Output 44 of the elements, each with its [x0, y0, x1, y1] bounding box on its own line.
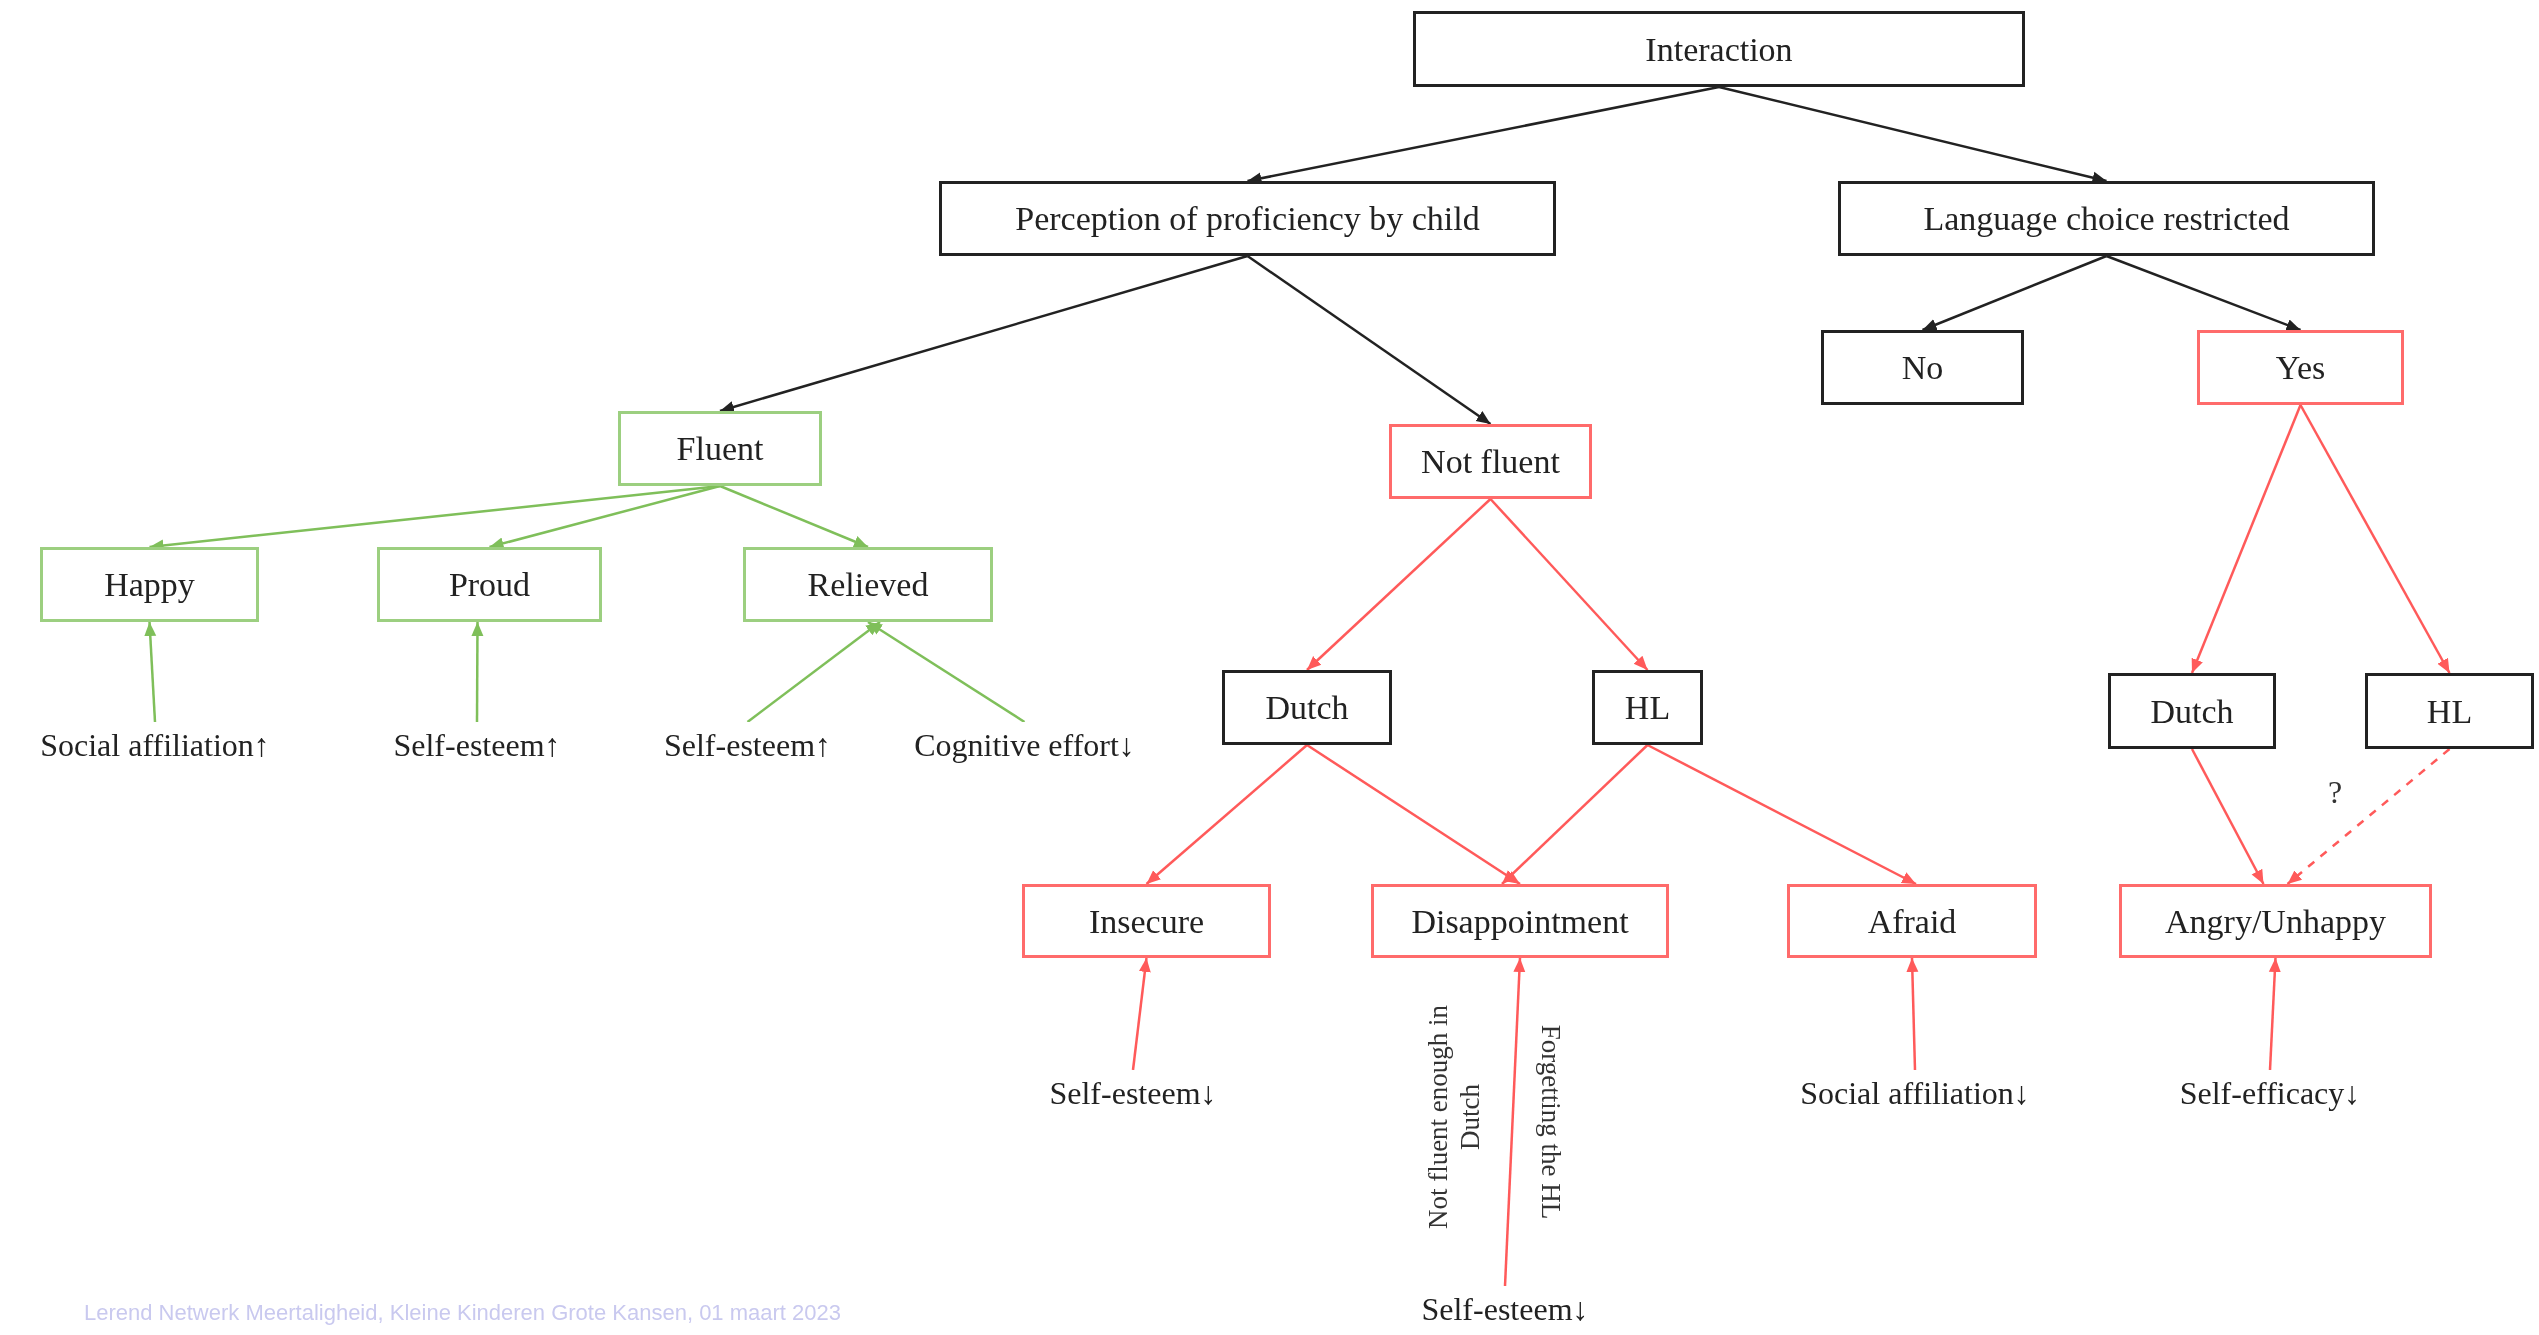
arrow [719, 254, 1248, 413]
arrow [1906, 957, 1919, 1071]
arrow [2268, 957, 2281, 1071]
category-box: No [1821, 330, 2024, 405]
category-box: Relieved [743, 547, 993, 622]
category-box: Not fluent [1389, 424, 1592, 499]
category-box: Perception of proficiency by child [939, 181, 1556, 256]
arrow [1306, 743, 1521, 886]
category-box: Insecure [1022, 884, 1271, 958]
edge-note: Not fluent enough in Dutch [1422, 1003, 1486, 1232]
arrow [1922, 254, 2107, 332]
arrow [867, 620, 1026, 724]
arrow [1145, 744, 1308, 885]
arrow [1501, 744, 1649, 885]
category-box: Interaction [1413, 11, 2025, 87]
category-box: Proud [377, 547, 602, 622]
arrow [2106, 254, 2301, 332]
arrow [1306, 498, 1492, 671]
category-box: Afraid [1787, 884, 2037, 958]
category-box: HL [2365, 673, 2534, 749]
arrow [1246, 254, 1492, 426]
arrow [719, 484, 869, 549]
category-box: Happy [40, 547, 259, 622]
category-box: Yes [2197, 330, 2404, 405]
category-box: Angry/Unhappy [2119, 884, 2432, 958]
arrow [1489, 498, 1649, 671]
category-box: Dutch [2108, 673, 2276, 749]
arrow [2190, 748, 2265, 885]
category-box: Fluent [618, 411, 822, 486]
arrow [1503, 957, 1526, 1287]
arrow [471, 622, 484, 722]
arrow [2286, 748, 2451, 885]
arrow [2299, 404, 2451, 674]
arrow [2190, 404, 2302, 674]
arrow [1131, 957, 1151, 1071]
arrow [144, 621, 157, 723]
question-mark-label: ? [2328, 773, 2343, 812]
edge-note: Forgetting the HL [1535, 1023, 1567, 1222]
arrow [1646, 743, 1917, 886]
category-box: Disappointment [1371, 884, 1669, 958]
category-box: Language choice restricted [1838, 181, 2375, 256]
category-box: Dutch [1222, 670, 1392, 745]
arrow [746, 621, 881, 723]
category-box: HL [1592, 670, 1703, 745]
